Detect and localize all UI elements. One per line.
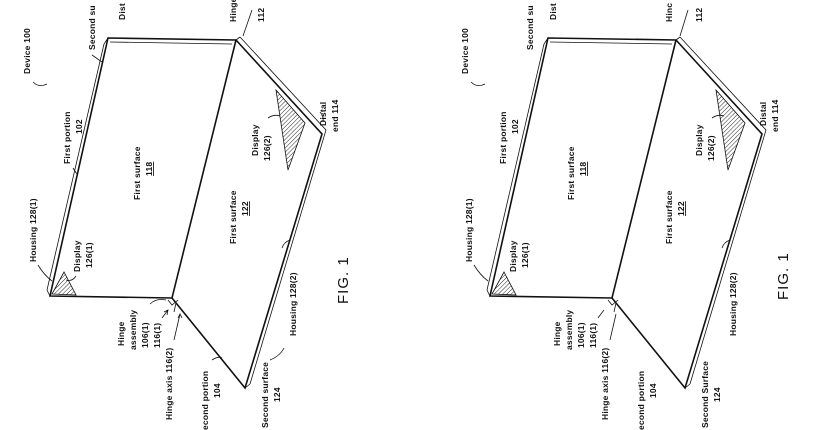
label-hinge-assembly: Hinge	[552, 321, 562, 346]
label-first-surface-122: First surface	[228, 190, 238, 244]
label-first-portion-num: 102	[74, 119, 84, 134]
label-hinge-num-top: 112	[694, 8, 704, 22]
label-hinge-assembly: Hinge	[116, 321, 126, 346]
leader-housing-128-2	[281, 239, 291, 249]
leader-hinge-assembly	[149, 299, 167, 305]
label-housing-128-2: Housing 128(2)	[288, 272, 298, 336]
leader-display-126-2	[711, 114, 725, 119]
label-hinge-assembly-2: assembly	[564, 310, 574, 350]
label-display-126-1: Display	[72, 240, 82, 272]
label-second-surface-num: 124	[712, 387, 722, 402]
label-housing-128-1: Housing 128(1)	[464, 198, 474, 262]
label-first-surface-118: First surface	[132, 146, 142, 200]
leader-housing-128-1	[37, 264, 53, 282]
arrow-hinge-axis-1	[161, 309, 169, 319]
label-hinge-assembly-2: assembly	[128, 310, 138, 350]
label-display-126-2: Display	[694, 124, 704, 156]
leader-second-surface	[269, 347, 285, 361]
label-num-122: 122	[240, 201, 250, 216]
arrow-hinge-axis-1	[597, 309, 605, 319]
label-distal-top: Dist	[117, 3, 127, 20]
label-display-126-1: Display	[508, 240, 518, 272]
label-second-portion: econd portion	[200, 371, 210, 430]
label-distal-top: Dist	[548, 3, 558, 20]
figure-caption: FIG. 1	[775, 252, 792, 300]
label-num-126-1: 126(1)	[520, 242, 530, 268]
label-hinge-axis-116-1: 116(1)	[152, 323, 162, 348]
label-num-126-1: 126(1)	[84, 242, 94, 268]
arrow-hinge-axis-2	[609, 313, 617, 341]
label-display-126-2: Display	[250, 124, 260, 156]
label-num-122: 122	[676, 201, 686, 216]
leader-display-126-2	[267, 114, 281, 119]
label-distal-end-num: end 114	[330, 99, 340, 132]
label-second-surface: Second Surface	[700, 361, 710, 428]
label-second-surface-num: 124	[272, 387, 282, 402]
label-hinge-assembly-num: 106(1)	[140, 322, 150, 348]
label-device: Device 100	[22, 28, 32, 74]
label-hinge-axis: Hinge axis 116(2)	[600, 348, 610, 420]
label-hinge-top: Hinc	[664, 3, 674, 22]
label-first-surface-122: First surface	[664, 190, 674, 244]
label-hinge-axis-116-1: 116(1)	[588, 323, 598, 348]
arrow-hinge-axis-2	[173, 313, 183, 341]
leader-device	[32, 81, 48, 86]
label-first-portion: First portion	[62, 111, 72, 164]
leader-device	[470, 81, 486, 86]
label-distal-end-num: end 114	[770, 99, 780, 132]
label-housing-128-2: Housing 128(2)	[728, 272, 738, 336]
label-num-118: 118	[144, 162, 154, 176]
label-second-portion-num: 104	[212, 383, 222, 398]
label-second-portion-num: 104	[648, 383, 658, 398]
label-first-portion: First portion	[498, 111, 508, 164]
label-second-surface-top: Second su	[87, 5, 97, 50]
leader-hinge-top	[679, 9, 689, 37]
label-device: Device 100	[460, 28, 470, 74]
leader-housing-128-1	[473, 264, 489, 282]
label-housing-128-1: Housing 128(1)	[28, 198, 38, 262]
label-hinge-assembly-num: 106(1)	[576, 322, 586, 348]
leader-second-portion	[211, 356, 223, 361]
label-num-126-2: 126(2)	[262, 135, 272, 161]
figure-caption: FIG. 1	[335, 256, 352, 304]
label-num-126-2: 126(2)	[706, 135, 716, 161]
label-distal-end: Distal	[758, 102, 768, 126]
leader-first-portion	[72, 167, 78, 175]
label-hinge-num-top: 112	[256, 8, 266, 22]
label-second-surface: Second surface	[260, 362, 270, 428]
figure-left: Device 100 Second su Dist Hinge 112 Firs…	[22, 0, 352, 430]
leader-distal-end	[319, 111, 324, 123]
label-num-118: 118	[578, 162, 588, 176]
label-second-surface-top: Second su	[525, 5, 535, 50]
figure-right: Device 100 Second su Dist Hinc 112 First…	[460, 3, 792, 430]
label-hinge-axis: Hinge axis 116(2)	[164, 348, 174, 420]
leader-second-top	[91, 54, 103, 63]
label-hinge-top: Hinge	[228, 0, 238, 22]
label-distal-end: Distal	[318, 102, 328, 126]
label-second-portion: econd portion	[636, 371, 646, 430]
leader-hinge-top	[242, 9, 253, 37]
leader-display-126-1	[65, 275, 77, 281]
label-first-surface-118: First surface	[566, 146, 576, 200]
label-first-portion-num: 102	[510, 119, 520, 134]
leader-housing-128-2	[721, 239, 731, 249]
